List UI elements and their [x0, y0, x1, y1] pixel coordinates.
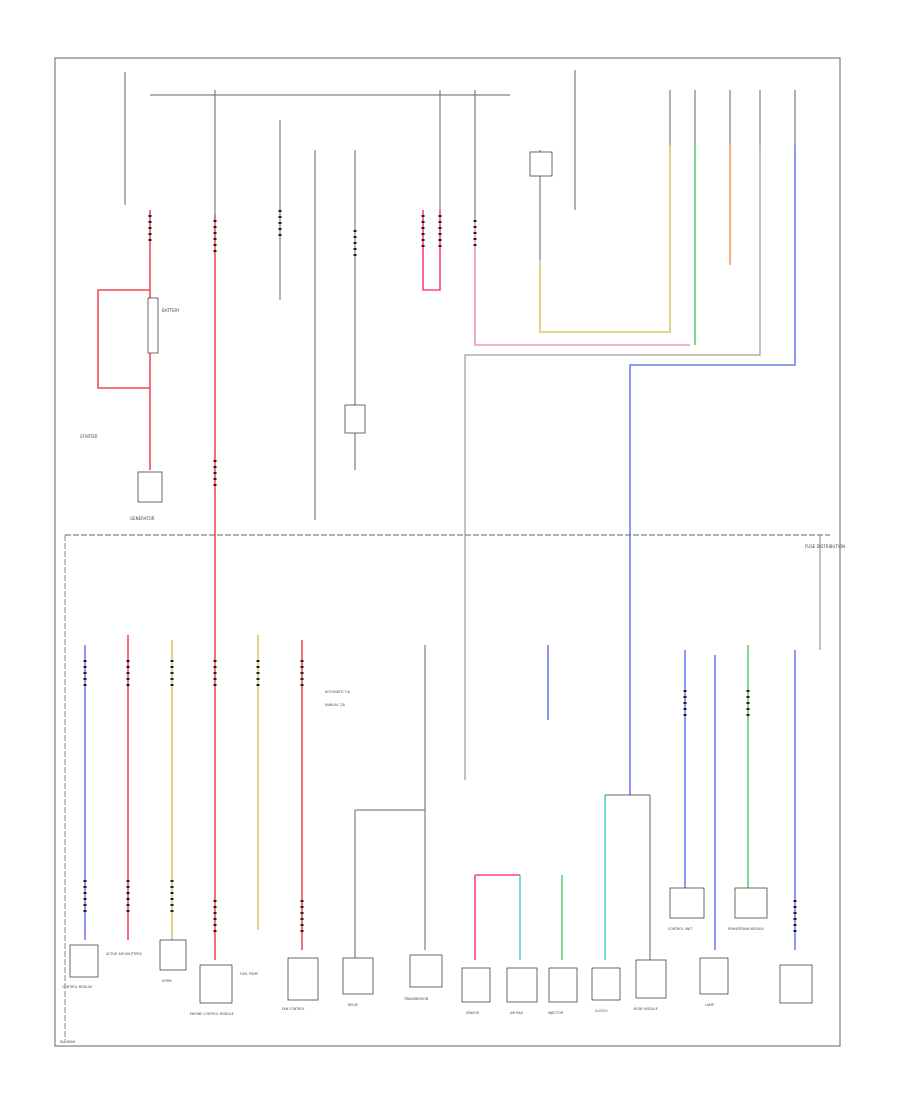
label-fan-control: FAN CONTROL [282, 1007, 305, 1011]
label-control-module: CONTROL MODULE [62, 985, 92, 989]
component-control-module [69, 944, 99, 978]
sensor-box-top [344, 404, 366, 434]
pink-loop [422, 210, 441, 291]
connector-marks [83, 210, 797, 935]
label-horn: HORN [162, 979, 172, 983]
component-lamp [699, 957, 729, 995]
label-lamp: LAMP [705, 1003, 714, 1007]
connector-top-right [705, 265, 745, 293]
label-clutch: CLUTCH [595, 1009, 608, 1013]
distribution-label: FUSE DISTRIBUTION [805, 544, 845, 549]
legend-auto: AUTOMATIC T/A [325, 690, 351, 694]
bottom-left-label: DIAGRAM [60, 1040, 75, 1044]
component-horn [159, 939, 187, 971]
label-body-module: BODY MODULE [634, 1007, 658, 1011]
component-injector [548, 967, 578, 1003]
lower-components [69, 887, 813, 1004]
diagram-frame [54, 57, 841, 1047]
starter-wire [97, 289, 150, 389]
battery-box [147, 297, 159, 354]
label-air-bag: AIR BAG [510, 1011, 524, 1015]
battery-label: BATTERY [162, 308, 180, 313]
legend-manual: MANUAL T/A [325, 703, 346, 707]
label-transmission: TRANSMISSION [403, 997, 429, 1001]
component-relay [342, 957, 374, 995]
label-ecm: ENGINE CONTROL MODULE [190, 1012, 234, 1016]
component-air-bag [506, 967, 538, 1003]
component-module-right [779, 964, 813, 1004]
upper-feeds [214, 90, 796, 520]
component-labels: CONTROL MODULE ACTIVE AIR SHUTTERS HORN … [62, 927, 764, 1016]
component-ecm [199, 964, 233, 1004]
component-powertrain-module [734, 887, 768, 919]
label-relay: RELAY [348, 1003, 358, 1007]
red-return [474, 220, 690, 346]
yellow-run [539, 145, 671, 333]
relay-box-top [529, 151, 553, 177]
label-sensor: SENSOR [466, 1011, 480, 1015]
component-sensor [461, 967, 491, 1003]
grey-run [464, 145, 761, 780]
component-body-module [635, 959, 667, 999]
label-injector: INJECTOR [548, 1011, 564, 1015]
generator-label: GENERATOR [130, 516, 155, 521]
blue-run [629, 145, 796, 795]
component-fan-control [287, 957, 319, 1001]
component-clutch [591, 967, 621, 1001]
starter-label: STARTER [80, 434, 98, 439]
component-control-unit [669, 887, 705, 919]
label-powertrain-module: POWERTRAIN MODULE [728, 927, 764, 931]
label-fuel-pump: FUEL PUMP [240, 972, 258, 976]
label-control-unit: CONTROL UNIT [668, 927, 692, 931]
label-active-air-shutters: ACTIVE AIR SHUTTERS [106, 952, 142, 956]
generator-box [137, 471, 163, 503]
component-transmission [409, 954, 443, 988]
